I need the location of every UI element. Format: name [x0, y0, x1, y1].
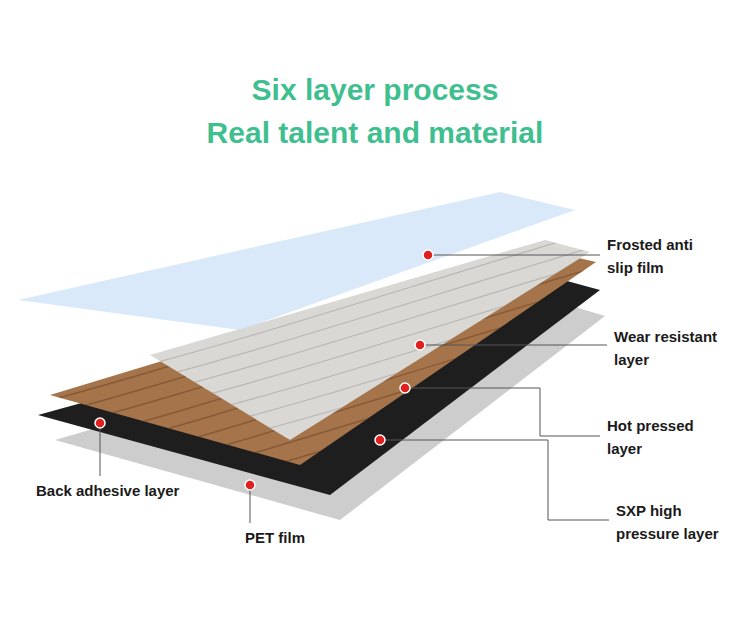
- layer-label: Frosted anti slip film: [607, 233, 707, 279]
- layer-label: Wear resistant layer: [614, 325, 739, 371]
- title-wrap-spacer: [195, 68, 245, 108]
- layer-label: PET film: [245, 526, 305, 549]
- diagram-title: Six layer process Real talent and materi…: [195, 68, 555, 154]
- frosted-film-sheet: [18, 192, 575, 330]
- layer-label: Back adhesive layer: [36, 479, 179, 502]
- callout-dots: [95, 250, 433, 490]
- layer-label: Hot pressed layer: [607, 414, 732, 460]
- layer-label: SXP high pressure layer: [616, 499, 741, 545]
- title-wrap-spacer: [505, 68, 555, 108]
